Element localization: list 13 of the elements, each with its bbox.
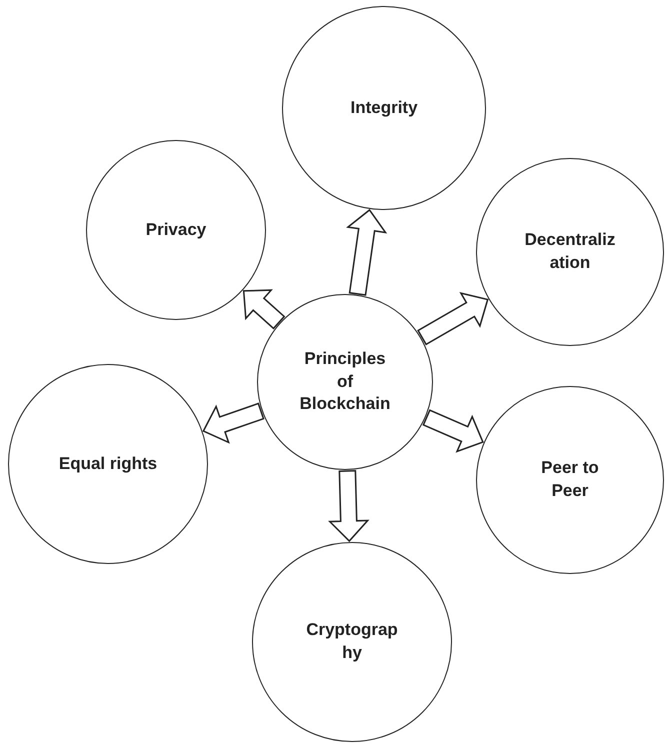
node-label: Principles of Blockchain [298, 348, 392, 416]
node-label: Privacy [146, 218, 206, 241]
block-arrow [346, 208, 388, 296]
node-label: Cryptograp hy [305, 619, 399, 664]
block-arrow [422, 409, 484, 453]
block-arrow [202, 402, 264, 444]
block-arrow [417, 292, 489, 346]
block-arrow [328, 470, 370, 542]
node-label: Equal rights [58, 452, 158, 475]
block-arrow [242, 289, 286, 330]
node-label: Decentraliz ation [524, 229, 616, 274]
node-label: Peer to Peer [540, 457, 600, 502]
node-label: Integrity [350, 96, 418, 119]
